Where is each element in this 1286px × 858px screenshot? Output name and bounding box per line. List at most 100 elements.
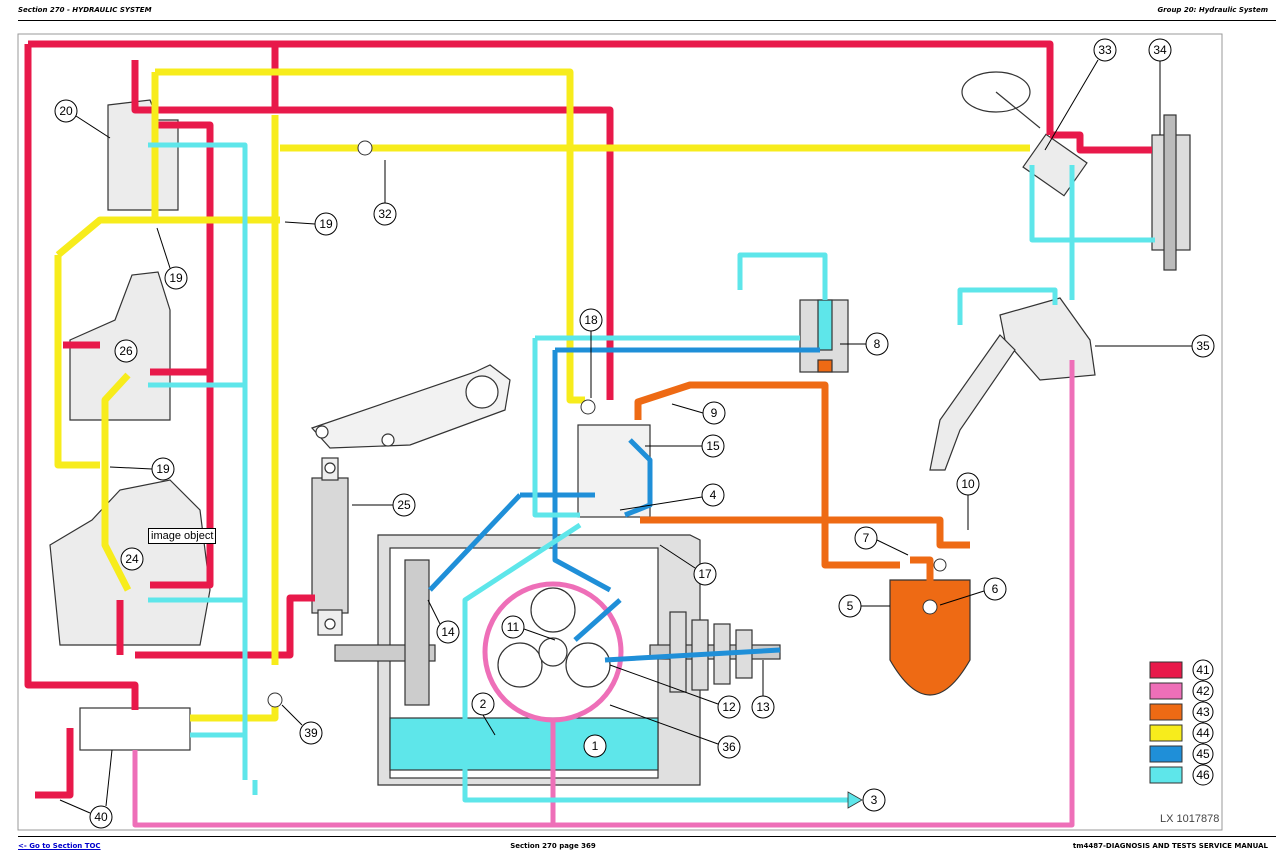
svg-text:26: 26	[119, 344, 133, 358]
callout-26: 26	[114, 339, 138, 363]
legend-number: 43	[1196, 705, 1210, 719]
svg-text:19: 19	[319, 217, 333, 231]
callout-13: 13	[751, 660, 775, 719]
svg-text:14: 14	[441, 625, 455, 639]
callout-35: 35	[1095, 334, 1215, 358]
legend-item-42: 42	[1149, 680, 1214, 702]
page-indicator: Section 270 page 369	[510, 842, 596, 850]
svg-text:20: 20	[59, 104, 73, 118]
callout-18: 18	[579, 308, 603, 398]
callout-34: 34	[1148, 38, 1172, 135]
svg-text:13: 13	[756, 700, 770, 714]
callout-9: 9	[671, 401, 726, 425]
callout-33: 33	[1044, 38, 1117, 151]
callout-3: 3	[862, 788, 886, 812]
legend-swatch	[1149, 703, 1183, 721]
callout-39: 39	[281, 704, 323, 745]
lube-lines	[634, 381, 970, 590]
svg-text:32: 32	[378, 207, 392, 221]
callout-15: 15	[645, 434, 725, 458]
control-lines	[54, 68, 1030, 722]
svg-text:17: 17	[698, 567, 712, 581]
callout-11: 11	[501, 615, 556, 641]
svg-text:7: 7	[863, 531, 870, 545]
svg-text:24: 24	[125, 552, 139, 566]
manual-title: tm4487-DIAGNOSIS AND TESTS SERVICE MANUA…	[1072, 842, 1268, 850]
machinery	[49, 71, 1191, 786]
svg-text:8: 8	[874, 337, 881, 351]
callout-5: 5	[838, 594, 890, 618]
pump-gears	[497, 587, 611, 688]
svg-text:34: 34	[1153, 43, 1167, 57]
legend-swatch	[1149, 724, 1183, 742]
legend-swatch	[1149, 661, 1183, 679]
return-lines	[132, 360, 1075, 828]
callout-19a: 19	[156, 227, 188, 290]
callout-7: 7	[854, 526, 909, 556]
callout-20: 20	[54, 99, 111, 139]
callout-2: 2	[471, 692, 496, 736]
svg-text:40: 40	[94, 810, 108, 824]
svg-text:19: 19	[169, 271, 183, 285]
header-group: Group 20: Hydraulic System	[1157, 6, 1268, 14]
callout-10: 10	[956, 472, 980, 530]
drive-disc	[404, 559, 430, 706]
check-valves	[267, 140, 947, 708]
lift-arm-pivot	[465, 375, 499, 409]
callout-19b: 19	[284, 212, 338, 236]
callout-36: 36	[609, 704, 741, 759]
image-object-label: image object	[148, 528, 217, 544]
svg-text:19: 19	[156, 462, 170, 476]
svg-text:4: 4	[710, 488, 717, 502]
figure-id: LX 1017878	[1160, 813, 1219, 825]
svg-text:2: 2	[480, 697, 487, 711]
outlet-arrow	[847, 791, 863, 809]
callout-24: 24	[120, 547, 144, 571]
callout-17: 17	[659, 544, 717, 586]
legend-item-44: 44	[1149, 722, 1214, 744]
legend-swatch	[1149, 682, 1183, 700]
legend-number: 42	[1196, 684, 1210, 698]
callout-40: 40	[59, 749, 113, 829]
oil-reservoir	[389, 717, 659, 771]
legend-number: 41	[1196, 663, 1210, 677]
header-section: Section 270 - HYDRAULIC SYSTEM	[18, 6, 152, 14]
svg-text:39: 39	[304, 726, 318, 740]
svg-text:36: 36	[722, 740, 736, 754]
svg-text:11: 11	[507, 620, 520, 634]
lift-arm	[310, 364, 511, 449]
callout-1: 1	[583, 734, 607, 758]
svg-text:12: 12	[722, 700, 736, 714]
hydraulic-lines	[24, 40, 1155, 828]
svg-text:3: 3	[871, 793, 878, 807]
svg-text:35: 35	[1196, 339, 1210, 353]
pressure-lines	[24, 40, 1152, 799]
lift-cylinder	[311, 477, 349, 614]
legend-number: 46	[1196, 768, 1210, 782]
callout-32: 32	[373, 160, 397, 226]
legend-item-45: 45	[1149, 743, 1214, 765]
brake-valve-35	[999, 297, 1096, 381]
callout-6: 6	[939, 577, 1007, 606]
svg-text:6: 6	[992, 582, 999, 596]
legend-swatch	[1149, 766, 1183, 784]
callout-12: 12	[609, 664, 741, 719]
steering-wheel	[961, 71, 1031, 113]
svg-text:15: 15	[706, 439, 720, 453]
toc-link[interactable]: <- Go to Section TOC	[18, 842, 101, 850]
pump-20	[107, 99, 179, 211]
legend-number: 45	[1196, 747, 1210, 761]
svg-text:10: 10	[961, 477, 975, 491]
svg-text:5: 5	[847, 599, 854, 613]
drain-lines	[148, 142, 1155, 803]
callout-4: 4	[619, 483, 725, 511]
legend-item-46: 46	[1149, 764, 1214, 786]
svg-text:33: 33	[1098, 43, 1112, 57]
filter-5	[889, 579, 971, 696]
color-legend: 41 42 43 44 45 46	[1149, 659, 1214, 786]
brake-pedal	[929, 334, 1016, 471]
filter-block	[79, 707, 191, 751]
header-rule	[18, 20, 1276, 21]
legend-item-41: 41	[1149, 659, 1214, 681]
